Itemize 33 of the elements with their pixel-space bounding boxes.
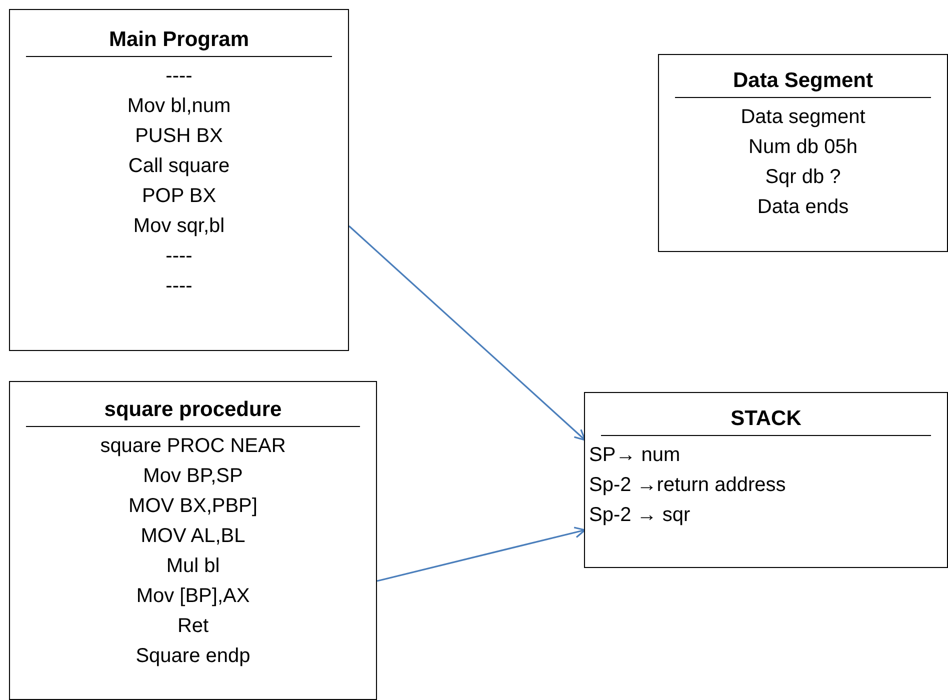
code-line: Data segment (740, 106, 866, 128)
code-box (9, 9, 349, 351)
box-heading: square procedure (26, 398, 360, 427)
code-line: Square endp (136, 645, 250, 667)
code-line: Sp-2 → sqr (589, 504, 690, 526)
code-line: SP→ num (589, 444, 680, 466)
box-heading: Main Program (26, 28, 332, 57)
code-line: Mul bl (166, 555, 220, 577)
code-line: Mov BP,SP (143, 465, 243, 487)
arrow (348, 225, 586, 441)
code-line: Data ends (757, 196, 849, 218)
code-line: square PROC NEAR (100, 435, 286, 457)
code-line: MOV AL,BL (140, 525, 246, 547)
code-line: Num db 05h (748, 136, 858, 158)
code-line: Mov bl,num (127, 95, 231, 117)
box-heading: Data Segment (675, 69, 931, 98)
code-line: Mov sqr,bl (133, 215, 225, 237)
code-box (584, 392, 948, 568)
code-line: ---- (166, 245, 192, 267)
code-line: ---- (166, 65, 192, 87)
code-line: MOV BX,PBP] (128, 495, 258, 517)
code-box (658, 54, 948, 252)
box-heading: STACK (601, 407, 931, 436)
code-line: POP BX (142, 185, 216, 207)
code-line: Sp-2 →return address (589, 474, 786, 496)
code-line: PUSH BX (135, 125, 223, 147)
code-line: Ret (177, 615, 209, 637)
code-line: Mov [BP],AX (136, 585, 250, 607)
code-box (9, 381, 377, 700)
arrow (376, 526, 586, 582)
code-line: Call square (128, 155, 230, 177)
code-line: Sqr db ? (765, 166, 841, 188)
code-line: ---- (166, 275, 192, 297)
